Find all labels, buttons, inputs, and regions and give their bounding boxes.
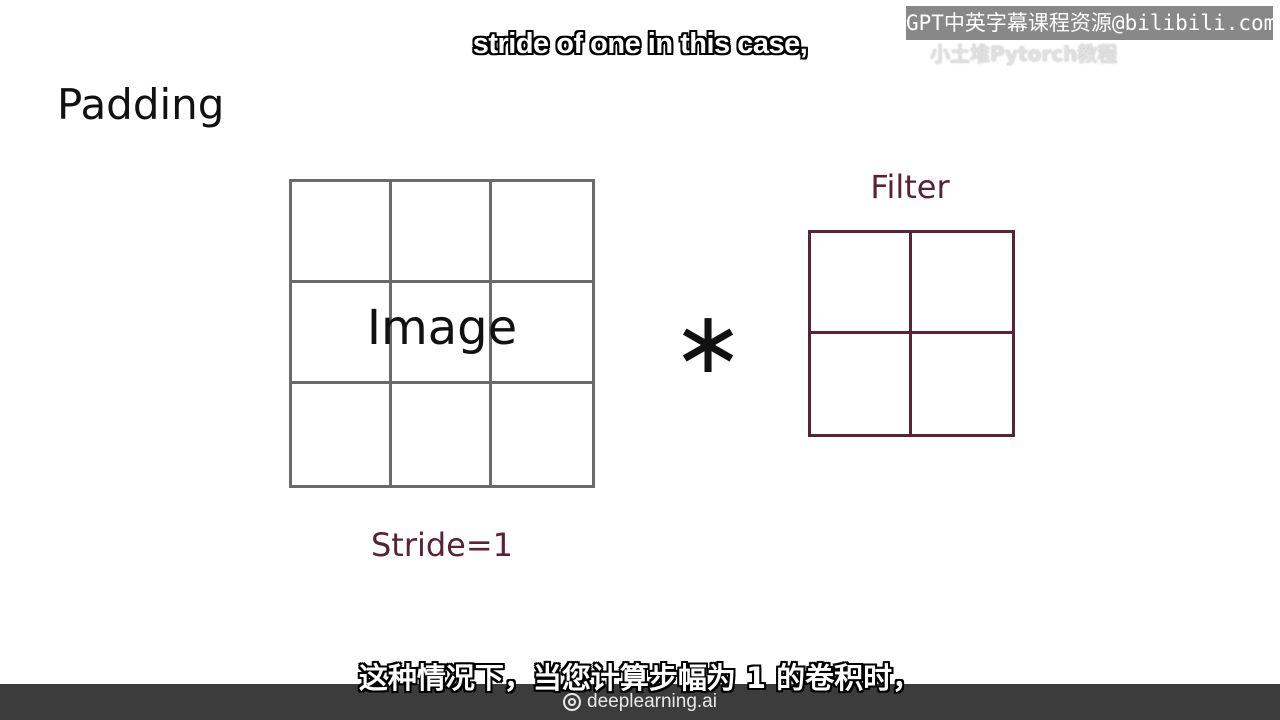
footer-brand: deeplearning.ai [0, 684, 1280, 720]
bilibili-watermark: GPT中英字幕课程资源@bilibili.com [906, 6, 1273, 40]
filter-grid-cell [811, 233, 912, 334]
image-grid-cell [292, 283, 392, 384]
convolution-operator-icon: ∗ [672, 293, 745, 393]
filter-grid-cell [912, 334, 1013, 435]
image-grid-cell [292, 182, 392, 283]
english-subtitle: stride of one in this case, [472, 28, 808, 60]
image-grid-cell [392, 283, 492, 384]
image-grid-cell [292, 384, 392, 485]
filter-label: Filter [870, 168, 950, 206]
slide-title: Padding [57, 80, 225, 129]
secondary-watermark: 小土堆Pytorch教程 [930, 42, 1118, 66]
image-label: Image [366, 300, 518, 356]
brand-name: deeplearning.ai [587, 691, 717, 712]
image-grid [289, 179, 595, 488]
image-grid-cell [492, 384, 592, 485]
filter-grid-cell [911, 233, 1012, 334]
filter-grid-cell [811, 333, 912, 434]
image-grid-cell [492, 182, 592, 283]
image-grid-cell [392, 384, 492, 485]
chinese-subtitle: 这种情况下，当您计算步幅为 1 的卷积时， [358, 661, 922, 695]
image-grid-cell [492, 283, 592, 384]
stride-label: Stride=1 [370, 526, 514, 564]
filter-grid [808, 230, 1015, 437]
deeplearning-logo-icon [563, 693, 582, 711]
footer-bar [0, 684, 1280, 720]
image-grid-cell [392, 182, 492, 283]
